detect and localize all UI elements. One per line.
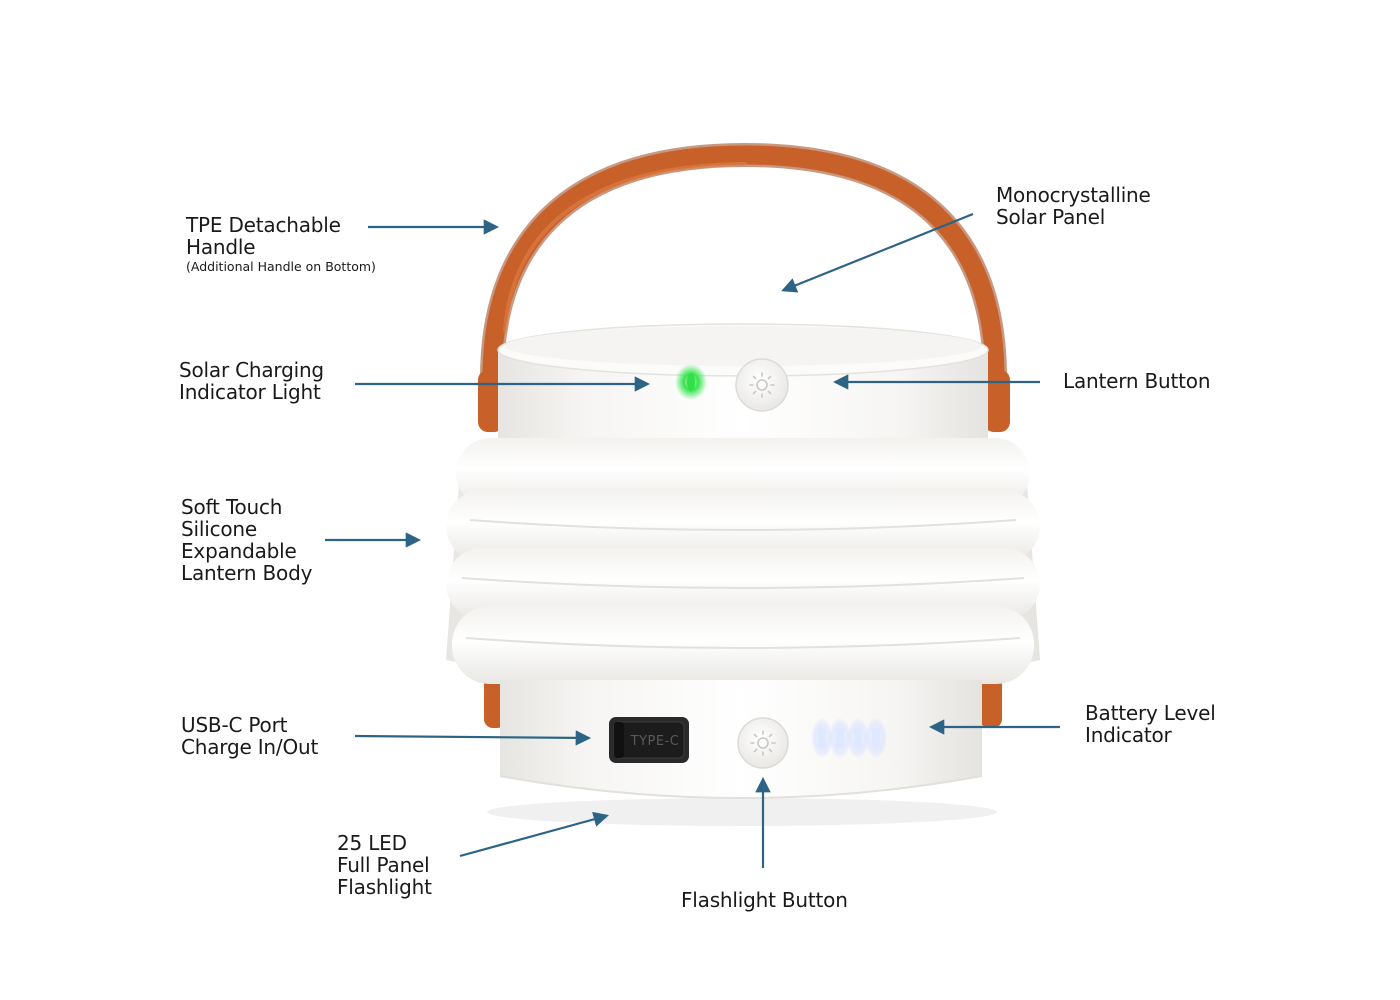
arrow-usb-port: [354, 730, 592, 746]
label-detachable-handle: TPE Detachable Handle (Additional Handle…: [186, 214, 376, 276]
top-cap: [497, 323, 989, 447]
label-line: Solar Panel: [996, 205, 1106, 229]
label-solar-panel: Monocrystalline Solar Panel: [996, 184, 1151, 228]
label-note: (Additional Handle on Bottom): [186, 259, 376, 274]
label-line: Solar Charging: [179, 358, 324, 382]
charging-indicator-light: [675, 364, 707, 400]
label-line: Expandable: [181, 539, 297, 563]
label-line: USB-C Port: [181, 713, 288, 737]
label-line: Flashlight Button: [681, 888, 848, 912]
silicone-body: [446, 437, 1040, 690]
arrow-solar-panel: [781, 212, 974, 293]
label-line: Lantern Body: [181, 561, 313, 585]
label-flashlight-button: Flashlight Button: [681, 889, 848, 911]
label-charging-indicator: Solar Charging Indicator Light: [179, 359, 324, 403]
label-lantern-button: Lantern Button: [1063, 369, 1211, 393]
type-c-label: TYPE-C: [630, 734, 680, 749]
label-line: 25 LED: [337, 831, 407, 855]
label-line: Soft Touch: [181, 495, 283, 519]
flashlight-button[interactable]: [737, 717, 789, 769]
label-line: TPE Detachable: [186, 213, 341, 237]
label-lantern-body: Soft Touch Silicone Expandable Lantern B…: [181, 496, 312, 584]
sun-icon: [749, 372, 775, 398]
label-battery-indicator: Battery Level Indicator: [1085, 702, 1216, 746]
battery-led: [836, 728, 844, 748]
arrow-flashlight: [459, 811, 609, 858]
label-line: Handle: [186, 235, 256, 259]
callout-arrows: [325, 212, 1060, 868]
label-line: Indicator: [1085, 723, 1172, 747]
label-flashlight: 25 LED Full Panel Flashlight: [337, 832, 432, 898]
label-line: Indicator Light: [179, 380, 321, 404]
label-line: Lantern Button: [1063, 369, 1211, 393]
label-line: Battery Level: [1085, 701, 1216, 725]
usb-c-port[interactable]: TYPE-C: [609, 717, 689, 763]
sun-icon: [750, 730, 776, 756]
battery-led: [872, 728, 880, 748]
lantern-button[interactable]: [735, 358, 789, 412]
label-line: Charge In/Out: [181, 735, 319, 759]
label-line: Flashlight: [337, 875, 432, 899]
battery-led: [854, 728, 862, 748]
label-usb-port: USB-C Port Charge In/Out: [181, 714, 318, 758]
floor-shadow: [487, 798, 997, 826]
label-line: Full Panel: [337, 853, 430, 877]
battery-level-indicator: [811, 718, 887, 758]
label-line: Silicone: [181, 517, 257, 541]
battery-led: [818, 728, 826, 748]
label-line: Monocrystalline: [996, 183, 1151, 207]
